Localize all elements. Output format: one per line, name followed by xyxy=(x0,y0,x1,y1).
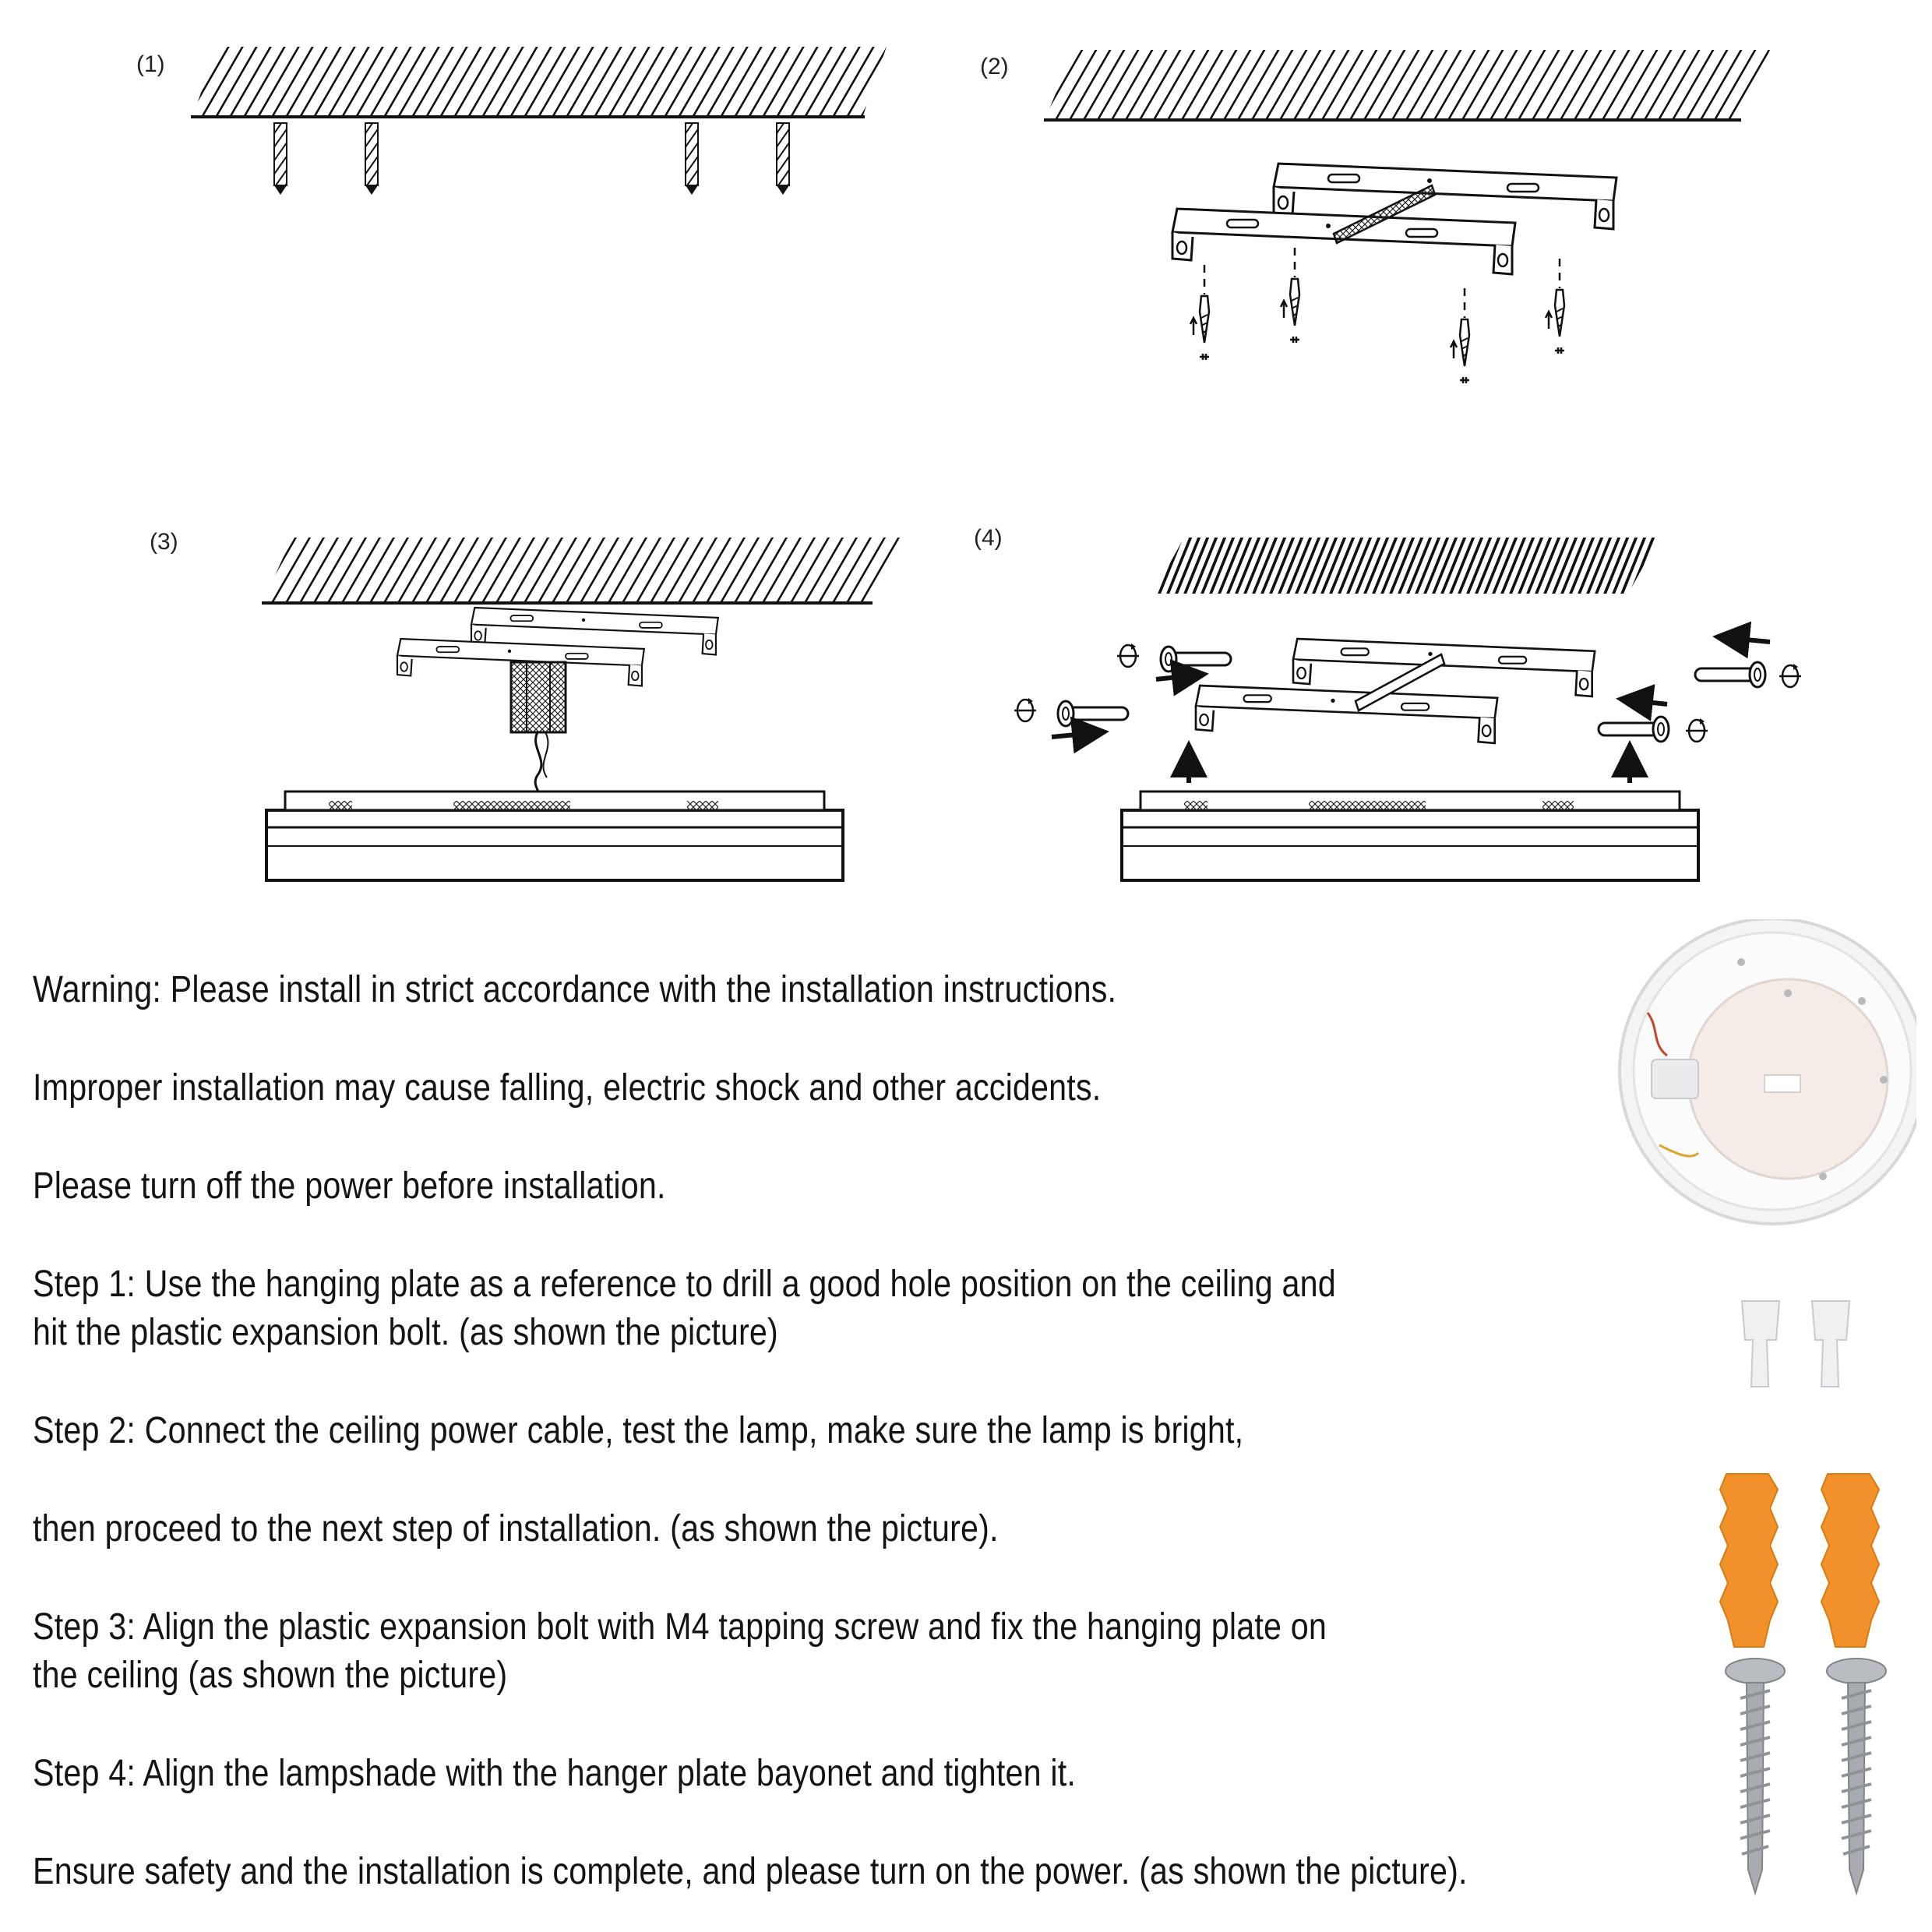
ceiling-hatch-3 xyxy=(263,538,900,601)
ceiling-hatch-4 xyxy=(1153,538,1659,594)
anchor-screw xyxy=(273,122,287,196)
rotate-icon xyxy=(1013,696,1038,723)
ceiling-hatch-2 xyxy=(1045,50,1770,118)
step3-text-line2: the ceiling (as shown the picture) xyxy=(33,1655,508,1696)
power-off-text: Please turn off the power before install… xyxy=(33,1165,666,1207)
wire-connectors-photo xyxy=(1740,1300,1851,1387)
lamp-body xyxy=(265,790,844,882)
hanging-bracket xyxy=(1171,207,1517,276)
rotate-icon xyxy=(1778,662,1803,689)
anchor-screw xyxy=(685,122,699,196)
ceiling-hatch-1 xyxy=(193,47,887,115)
step4-diagram: (4) xyxy=(974,525,1803,882)
lamp-body xyxy=(1120,790,1700,882)
mounting-screw xyxy=(1544,257,1566,355)
step3-text-line1: Step 3: Align the plastic expansion bolt… xyxy=(33,1606,1327,1648)
mounting-screw xyxy=(1449,287,1471,385)
rotate-icon xyxy=(1116,642,1141,668)
anchor-screw xyxy=(776,122,790,196)
step2-label: (2) xyxy=(980,54,1009,79)
ensure-text: Ensure safety and the installation is co… xyxy=(33,1851,1468,1892)
step1-diagram: (1) xyxy=(136,47,887,196)
tapping-screws-photo xyxy=(1725,1658,1887,1896)
step3-label: (3) xyxy=(150,529,178,555)
anchor-screw xyxy=(365,122,379,196)
mounting-screw xyxy=(1189,263,1211,361)
step2-text-line2: then proceed to the next step of install… xyxy=(33,1508,999,1549)
step4-label: (4) xyxy=(974,525,1003,551)
instruction-text: Warning: Please install in strict accord… xyxy=(33,966,1669,1896)
improper-text: Improper installation may cause falling,… xyxy=(33,1067,1102,1109)
terminal-block xyxy=(509,661,567,734)
warning-text: Warning: Please install in strict accord… xyxy=(33,969,1117,1010)
lamp-base-photo xyxy=(1618,919,1916,1225)
bayonet-bolt xyxy=(1159,645,1232,673)
wall-anchors-photo xyxy=(1719,1473,1881,1648)
step1-text-line1: Step 1: Use the hanging plate as a refer… xyxy=(33,1264,1336,1305)
step2-diagram: (2) xyxy=(980,50,1770,385)
step1-text-line2: hit the plastic expansion bolt. (as show… xyxy=(33,1312,778,1353)
installation-diagrams: (1) (2) (3) xyxy=(136,47,1803,882)
rotate-icon xyxy=(1684,717,1709,743)
mounting-screw xyxy=(1279,246,1301,344)
step4-text: Step 4: Align the lampshade with the han… xyxy=(33,1753,1077,1794)
step2-text-line1: Step 2: Connect the ceiling power cable,… xyxy=(33,1410,1244,1451)
step1-label: (1) xyxy=(136,51,165,77)
hardware-photos xyxy=(1574,919,1916,1924)
step3-diagram: (3) xyxy=(150,529,900,882)
bayonet-bolt xyxy=(1056,700,1130,728)
